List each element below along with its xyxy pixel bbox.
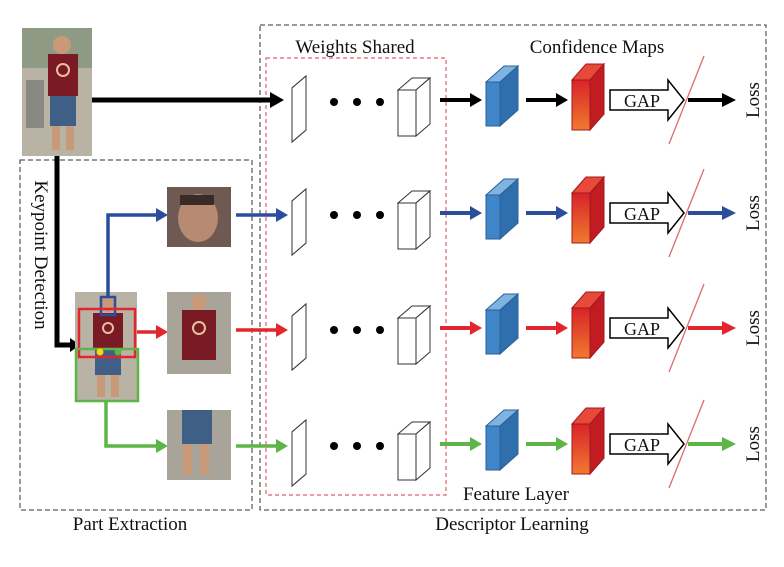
head-extraction-arrow — [106, 213, 158, 297]
full-body-stream-row: GAP Loss — [291, 55, 764, 145]
lower-body-stream-row: GAP Loss — [291, 399, 764, 489]
upper-body-crop-image — [167, 292, 231, 374]
to-confidence-arrowhead — [556, 321, 568, 335]
lower-extraction-arrowhead — [156, 439, 168, 453]
head-extraction-arrowhead — [156, 208, 168, 222]
part-extraction-panel — [19, 159, 253, 511]
head-input-arrowhead — [276, 208, 288, 222]
feature-block-front — [485, 81, 501, 127]
input-person-image — [22, 28, 92, 156]
confidence-maps-label: Confidence Maps — [530, 37, 665, 58]
conv-layer-last-side — [415, 304, 431, 366]
slash-mark — [668, 283, 705, 373]
conv-layer-first-face — [291, 418, 307, 488]
ellipsis-dot — [353, 211, 361, 219]
ellipsis-dot — [376, 98, 384, 106]
to-loss-arrowhead — [722, 93, 736, 107]
conv-layer-last-side — [415, 420, 431, 482]
conv-layer-first-face — [291, 74, 307, 144]
confidence-block-front — [571, 423, 591, 475]
conv-layer-last-front — [397, 317, 417, 365]
feature-block-side — [499, 64, 519, 128]
confidence-block-side — [589, 175, 605, 245]
to-confidence-arrowhead — [556, 437, 568, 451]
slash-mark — [668, 168, 705, 258]
gap-label: GAP — [624, 319, 660, 339]
gap-arrow — [609, 421, 685, 467]
input-to-keypoint-connector — [54, 156, 72, 348]
lower-input-arrowhead — [276, 439, 288, 453]
gap-label: GAP — [624, 91, 660, 111]
upper-extraction-arrowhead — [156, 325, 168, 339]
to-feature-arrowhead — [470, 321, 482, 335]
ellipsis-dot — [376, 442, 384, 450]
ellipsis-dot — [330, 98, 338, 106]
part-extraction-label: Part Extraction — [73, 514, 188, 535]
feature-block-side — [499, 177, 519, 241]
conv-layer-last-front — [397, 89, 417, 137]
to-loss-arrowhead — [722, 437, 736, 451]
conv-layer-first-face — [291, 187, 307, 257]
ellipsis-dot — [353, 326, 361, 334]
confidence-block-front — [571, 79, 591, 131]
descriptor-learning-label: Descriptor Learning — [435, 514, 589, 535]
gap-arrow — [609, 305, 685, 351]
ellipsis-dot — [353, 98, 361, 106]
upper-input-arrowhead — [276, 323, 288, 337]
conv-layer-last-front — [397, 202, 417, 250]
to-confidence-arrowhead — [556, 206, 568, 220]
gap-arrow — [609, 77, 685, 123]
feature-block-side — [499, 292, 519, 356]
conv-layer-last-side — [415, 76, 431, 138]
ellipsis-dot — [330, 326, 338, 334]
loss-label: Loss — [743, 426, 764, 462]
feature-block-front — [485, 309, 501, 355]
slash-mark — [668, 399, 705, 489]
ellipsis-dot — [376, 326, 384, 334]
feature-block-front — [485, 425, 501, 471]
to-feature-arrowhead — [470, 206, 482, 220]
ellipsis-dot — [353, 442, 361, 450]
conv-layer-last-side — [415, 189, 431, 251]
conv-layer-last-front — [397, 433, 417, 481]
descriptor-learning-panel — [259, 24, 767, 511]
upper-body-stream-row: GAP Loss — [291, 283, 764, 373]
lower-extraction-arrow — [104, 401, 158, 448]
conv-layer-first-face — [291, 302, 307, 372]
weights-shared-box — [265, 57, 447, 496]
ellipsis-dot — [330, 211, 338, 219]
loss-label: Loss — [743, 195, 764, 231]
confidence-block-side — [589, 62, 605, 132]
gap-label: GAP — [624, 204, 660, 224]
gap-label: GAP — [624, 435, 660, 455]
confidence-block-front — [571, 307, 591, 359]
head-crop-image — [167, 187, 231, 247]
to-confidence-arrowhead — [556, 93, 568, 107]
loss-label: Loss — [743, 310, 764, 346]
to-feature-arrowhead — [470, 437, 482, 451]
gap-arrow — [609, 190, 685, 236]
feature-block-front — [485, 194, 501, 240]
weights-shared-label: Weights Shared — [295, 37, 415, 58]
confidence-block-side — [589, 406, 605, 476]
feature-layer-label: Feature Layer — [463, 484, 570, 505]
full-body-input-arrowhead — [270, 92, 284, 108]
slash-mark — [668, 55, 705, 145]
loss-label: Loss — [743, 82, 764, 118]
confidence-block-side — [589, 290, 605, 360]
to-loss-arrowhead — [722, 206, 736, 220]
to-loss-arrowhead — [722, 321, 736, 335]
ellipsis-dot — [376, 211, 384, 219]
confidence-block-front — [571, 192, 591, 244]
keypoint-detection-label: Keypoint Detection — [30, 180, 51, 330]
feature-block-side — [499, 408, 519, 472]
keypoint-person-image — [74, 292, 140, 403]
ellipsis-dot — [330, 442, 338, 450]
to-feature-arrowhead — [470, 93, 482, 107]
head-stream-row: GAP Loss — [291, 168, 764, 258]
lower-body-crop-image — [167, 410, 231, 480]
